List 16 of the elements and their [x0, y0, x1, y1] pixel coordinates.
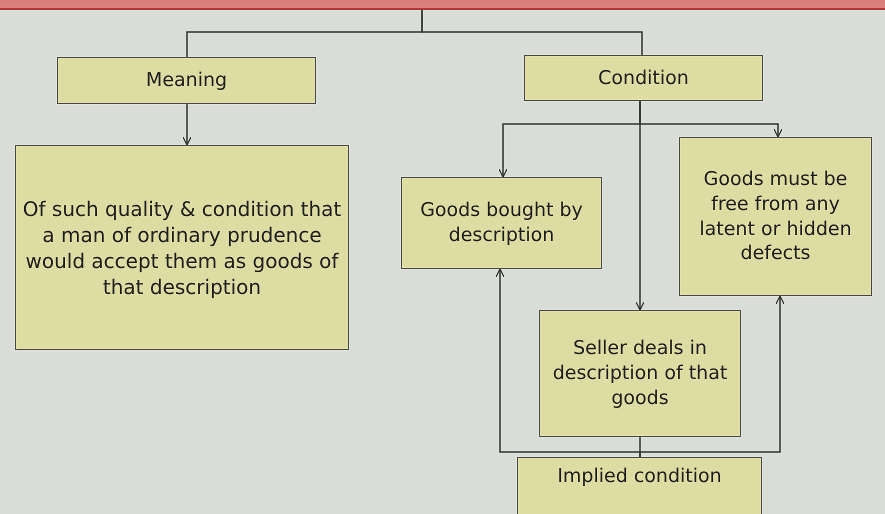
box-text: Goods must be free from any latent or hidden defects [698, 167, 853, 266]
box-text: Meaning [146, 68, 228, 93]
box-text: Goods bought by description [419, 198, 584, 248]
text-box [517, 457, 762, 514]
box-text: Of such quality & condition that a man of ordinary prudence would accept them as goods of that description [22, 196, 342, 300]
text-box [57, 57, 316, 104]
text-box [15, 145, 349, 350]
text-box [524, 55, 763, 101]
text-box [401, 177, 602, 269]
box-text: Condition [598, 66, 689, 90]
box-text: Implied condition [557, 464, 722, 489]
connector-arrow [182, 104, 192, 146]
connector-arrow [635, 101, 645, 311]
text-box [539, 310, 741, 437]
box-text: Seller deals in description of that goods [552, 336, 728, 411]
text-box [679, 137, 872, 296]
